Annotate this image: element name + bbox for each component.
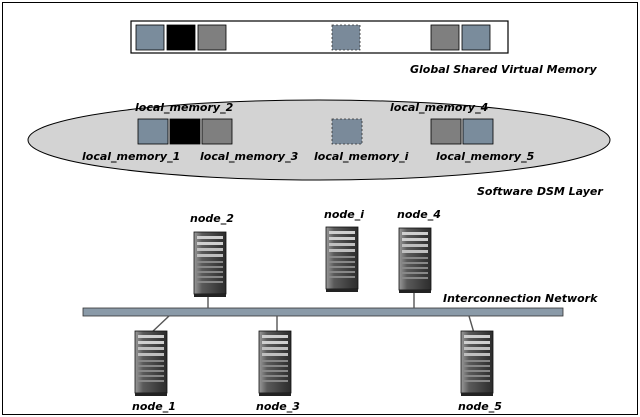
diagram-canvas bbox=[27, 20, 611, 397]
global-block-i bbox=[331, 24, 361, 51]
connector-node-1 bbox=[150, 315, 170, 334]
local-block-i bbox=[331, 118, 363, 145]
local-block-5 bbox=[462, 118, 494, 145]
local-block-4 bbox=[430, 118, 462, 145]
local-memory-2-label: local_memory_2 bbox=[135, 101, 234, 114]
global-memory-label: Global Shared Virtual Memory bbox=[410, 63, 597, 76]
local-block-3 bbox=[201, 118, 233, 145]
server-node-2 bbox=[193, 231, 227, 298]
network-bar bbox=[82, 307, 564, 317]
node-1-label: node_1 bbox=[132, 400, 176, 413]
server-node-1 bbox=[134, 330, 168, 397]
dsm-layer-ellipse bbox=[27, 99, 611, 181]
global-block-4 bbox=[430, 24, 460, 51]
local-memory-3-label: local_memory_3 bbox=[200, 150, 299, 163]
dsm-layer-label: Software DSM Layer bbox=[477, 185, 603, 198]
connector-node-5 bbox=[468, 315, 475, 334]
local-memory-5-label: local_memory_5 bbox=[436, 150, 535, 163]
server-node-3 bbox=[258, 330, 292, 397]
node-i-label: node_i bbox=[324, 208, 364, 221]
server-node-5 bbox=[460, 330, 494, 397]
local-memory-1-label: local_memory_1 bbox=[82, 150, 181, 163]
server-node-4 bbox=[398, 227, 432, 294]
global-block-2 bbox=[166, 24, 196, 51]
server-node-i bbox=[325, 226, 359, 293]
network-label: Interconnection Network bbox=[443, 292, 598, 305]
global-block-1 bbox=[135, 24, 165, 51]
node-2-label: node_2 bbox=[190, 212, 234, 225]
local-memory-4-label: local_memory_4 bbox=[390, 101, 489, 114]
node-4-label: node_4 bbox=[397, 208, 441, 221]
global-block-5 bbox=[461, 24, 491, 51]
global-block-3 bbox=[197, 24, 227, 51]
local-memory-i-label: local_memory_i bbox=[314, 150, 409, 163]
node-3-label: node_3 bbox=[256, 400, 300, 413]
local-block-2 bbox=[169, 118, 201, 145]
node-5-label: node_5 bbox=[458, 400, 502, 413]
local-block-1 bbox=[137, 118, 169, 145]
